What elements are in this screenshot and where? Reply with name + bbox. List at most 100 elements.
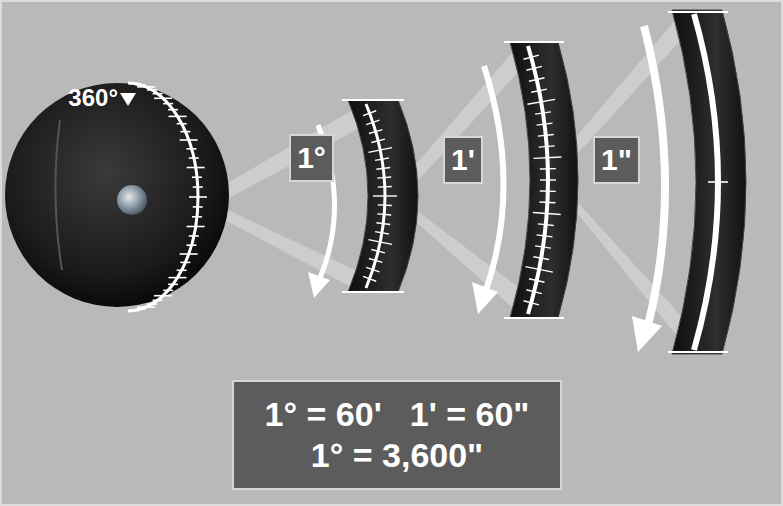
tick-mark [363, 111, 376, 116]
earth [117, 185, 147, 215]
tick-mark [708, 181, 728, 183]
tick-mark [168, 284, 178, 286]
tick-mark [180, 131, 190, 133]
tick-mark [189, 157, 199, 159]
text-row: 1° [297, 140, 326, 176]
meridian-arc [128, 83, 198, 311]
tick-mark [163, 103, 173, 105]
tick-mark [193, 186, 203, 188]
angle-text: 1' [451, 142, 475, 178]
tick-mark [163, 290, 173, 292]
tick-mark [376, 168, 390, 170]
tick-mark [527, 99, 555, 104]
tick-mark [193, 206, 203, 208]
tick-mark [177, 123, 187, 125]
tick-mark [540, 168, 556, 170]
tick-mark [180, 253, 198, 255]
tick-mark [154, 97, 172, 99]
tick-mark [377, 214, 391, 215]
tick-mark [529, 279, 545, 282]
tick-mark [129, 310, 139, 312]
tick-mark [537, 235, 553, 237]
tick-mark [177, 269, 187, 271]
tick-mark [187, 167, 205, 169]
tick-mark [369, 258, 382, 262]
tick-marks [708, 181, 728, 183]
tick-mark [375, 158, 389, 160]
text-row: 1° = 60' 1' = 60" [265, 394, 530, 435]
tick-mark [168, 277, 186, 279]
band-edge [504, 317, 564, 319]
tick-mark [168, 109, 178, 111]
arc-segment [348, 100, 418, 292]
arrowhead [120, 93, 136, 106]
tick-mark [366, 267, 379, 271]
tick-mark [539, 201, 555, 203]
tick-mark [180, 139, 198, 141]
tick-mark [192, 216, 202, 218]
tick-mark [540, 179, 556, 180]
arrowhead [472, 282, 498, 314]
tick-mark [535, 112, 551, 114]
tick-mark [533, 212, 561, 214]
tick-mark [153, 93, 163, 95]
tick-mark [368, 240, 392, 245]
angle-label: 360° [68, 84, 118, 112]
tick-mark [375, 232, 389, 234]
angle-text: 1' = 60" [410, 394, 530, 435]
measure-arrow [644, 26, 665, 325]
band-edge [342, 291, 404, 293]
tick-mark [523, 301, 538, 305]
tick-mark [539, 146, 555, 147]
tick-mark [535, 246, 551, 248]
band-edge [504, 41, 564, 43]
tick-mark [137, 86, 155, 88]
tick-mark [376, 223, 390, 225]
tick-mark [369, 130, 382, 134]
tick-mark [371, 250, 385, 253]
arc-segment [672, 10, 746, 354]
arcsecond-label: 1" [593, 136, 640, 184]
degree-label: 1° [289, 134, 334, 182]
tick-mark [186, 244, 196, 246]
tick-mark [378, 204, 392, 206]
sphere-shade [55, 120, 62, 270]
arcminute-label: 1' [443, 136, 483, 184]
tick-mark [147, 303, 157, 305]
tick-mark [373, 195, 397, 196]
arrowhead [632, 316, 662, 352]
tick-mark [135, 84, 145, 86]
tick-mark [168, 116, 186, 118]
tick-mark [187, 226, 205, 228]
zoom-beams [202, 12, 694, 352]
tick-mark [538, 224, 554, 226]
tick-marks [363, 55, 561, 305]
tick-mark [525, 267, 552, 272]
tick-mark [529, 78, 545, 81]
band-edge [668, 351, 728, 353]
tick-mark [153, 300, 163, 302]
tick-mark [538, 135, 554, 137]
angle-text: 1° [297, 140, 326, 176]
arc-segment [510, 42, 578, 318]
tick-mark [533, 257, 549, 260]
angle-text: 1° = 60' [265, 394, 382, 435]
tick-mark [540, 190, 556, 192]
tick-mark [368, 148, 392, 153]
tick-mark [192, 176, 202, 178]
tick-mark [189, 196, 207, 198]
measure-arrow [484, 66, 504, 290]
tick-mark [189, 235, 199, 237]
conversion-box: 1° = 60'1' = 60"1° = 3,600" [232, 380, 562, 490]
tick-mark [147, 89, 157, 91]
band-edge [342, 99, 404, 101]
tick-marks [129, 83, 207, 310]
angle-text: 1" [601, 142, 632, 178]
tick-mark [154, 295, 172, 297]
tick-mark [366, 120, 379, 124]
tick-mark [526, 290, 542, 294]
tick-mark [371, 139, 385, 142]
tick-mark [523, 55, 538, 59]
tick-mark [377, 177, 391, 178]
